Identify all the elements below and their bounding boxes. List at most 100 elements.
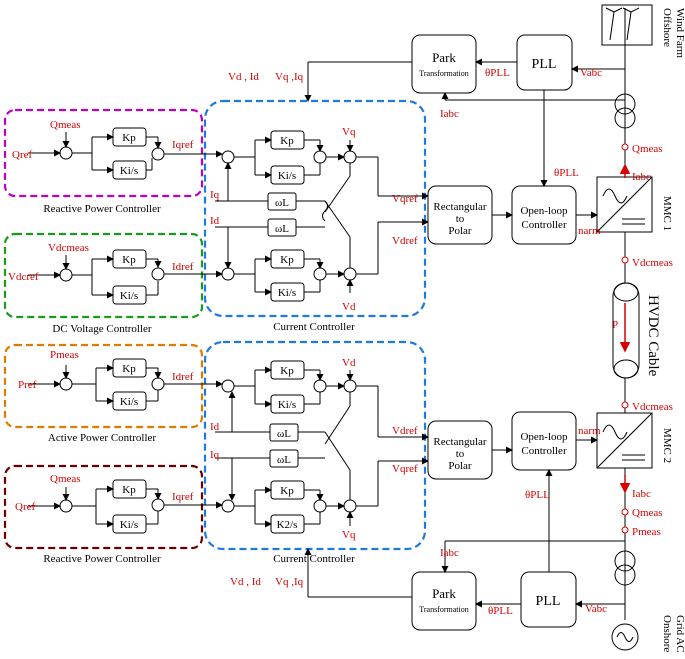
theta-pll-mid-top: θPLL (554, 167, 579, 179)
dc-voltage-controller-title: DC Voltage Controller (52, 323, 152, 335)
kp-block-7: Kp (280, 365, 294, 377)
theta-pll-bottom: θPLL (488, 605, 513, 617)
vd-input-top: Vd (342, 301, 356, 313)
iabc-top-meas: Iabc (632, 171, 651, 183)
reactive-power-controller-title-top: Reactive Power Controller (43, 203, 161, 215)
kp-block-6: Kp (280, 254, 294, 266)
rect-polar-top-line2: to (456, 213, 465, 225)
reactive-power-controller-top-border (3, 108, 204, 198)
pll-bottom-label: PLL (536, 594, 561, 609)
rect-polar-bottom-line2: to (456, 448, 465, 460)
hvdc-cable-label: HVDC Cable (645, 295, 661, 377)
open-loop-top-line1: Open-loop (520, 205, 568, 217)
pll-top-label: PLL (532, 57, 557, 72)
vq-input-bottom: Vq (342, 529, 356, 541)
rect-polar-bottom-line3: Polar (448, 460, 472, 472)
ki-block-6: Ki/s (278, 287, 296, 299)
id-input-top: Id (210, 215, 220, 227)
vq-input-top: Vq (342, 126, 356, 138)
vdcref-label: Vdcref (8, 271, 39, 283)
wl-block-3: ωL (277, 428, 291, 440)
vabc-bottom: Vabc (585, 603, 607, 615)
ki-block-1: Ki/s (120, 165, 138, 177)
wl-block-1: ωL (275, 197, 289, 209)
offshore-label-1: Offshore (661, 8, 673, 47)
qref-label-top: Qref (12, 149, 32, 161)
mmc1-label: MMC 1 (661, 196, 673, 231)
park-bottom-block (411, 571, 477, 631)
qmeas-label-bottom: Qmeas (50, 473, 81, 485)
iabc-bottom-feedback: Iabc (440, 547, 459, 559)
iq-input-top: Iq (210, 189, 220, 201)
kp-block-5: Kp (280, 135, 294, 147)
kp-block-2: Kp (122, 254, 136, 266)
ki-block-5: Ki/s (278, 170, 296, 182)
ki-block-7: Ki/s (278, 399, 296, 411)
vd-id-bottom: Vd , Id (230, 576, 261, 588)
open-loop-bottom-block (511, 411, 577, 471)
wl-block-2: ωL (275, 223, 289, 235)
wl-block-4: ωL (277, 454, 291, 466)
iq-input-bottom: Iq (210, 449, 220, 461)
current-controller-title-top: Current Controller (273, 321, 355, 333)
kp-block-1: Kp (122, 132, 136, 144)
iqref-label-bottom: Iqref (172, 491, 194, 503)
open-loop-bottom-line1: Open-loop (520, 431, 568, 443)
active-power-controller-title: Active Power Controller (48, 432, 156, 444)
ki-block-8: K2/s (277, 519, 298, 531)
vabc-top: Vabc (580, 67, 602, 79)
onshore-label-2: Grid AC (674, 615, 685, 653)
idref-label-bottom: Idref (172, 371, 194, 383)
theta-pll-mid-bottom: θPLL (525, 489, 550, 501)
rect-polar-top-line1: Rectangular (433, 201, 486, 213)
onshore-label-1: Onshore (661, 615, 673, 652)
narm-bottom: narm (578, 425, 601, 437)
theta-pll-top: θPLL (485, 67, 510, 79)
reactive-power-controller-title-bottom: Reactive Power Controller (43, 553, 161, 565)
ki-block-2: Ki/s (120, 290, 138, 302)
kp-block-8: Kp (280, 485, 294, 497)
idref-label-top: Idref (172, 261, 194, 273)
narm-top: narm (578, 225, 601, 237)
park-bottom-sub: Transformation (419, 605, 468, 614)
pmeas-label: Pmeas (50, 349, 79, 361)
vdref-top: Vdref (392, 235, 418, 247)
park-top-label: Park (432, 50, 456, 65)
mmc2-label: MMC 2 (661, 428, 673, 463)
vq-iq-bottom: Vq ,Iq (275, 576, 304, 588)
open-loop-bottom-line2: Controller (521, 445, 567, 457)
kp-block-3: Kp (122, 363, 136, 375)
park-bottom-label: Park (432, 586, 456, 601)
open-loop-top-line2: Controller (521, 219, 567, 231)
pmeas-bottom-meas: Pmeas (632, 526, 661, 538)
current-controller-title-bottom: Current Controller (273, 553, 355, 565)
pref-label: Pref (18, 379, 37, 391)
qmeas-top-meas: Qmeas (632, 143, 663, 155)
park-top-sub: Transformation (419, 69, 468, 78)
qmeas-bottom-meas: Qmeas (632, 507, 663, 519)
iabc-top-feedback: Iabc (440, 108, 459, 120)
id-input-bottom: Id (210, 421, 220, 433)
power-flow-label: P (612, 319, 618, 331)
iabc-bottom-meas: Iabc (632, 488, 651, 500)
vq-iq-top: Vq ,Iq (275, 71, 304, 83)
rect-polar-top-line3: Polar (448, 225, 472, 237)
current-controller-bottom-border (203, 340, 427, 551)
vdref-bottom: Vdref (392, 425, 418, 437)
offshore-label-2: Wind Farm (674, 8, 685, 58)
iqref-label-top: Iqref (172, 139, 194, 151)
ki-block-3: Ki/s (120, 396, 138, 408)
active-power-controller-border (3, 343, 204, 429)
reactive-power-controller-bottom-border (3, 464, 204, 550)
kp-block-4: Kp (122, 484, 136, 496)
vdcmeas-bottom-meas: Vdcmeas (632, 401, 673, 413)
rect-polar-bottom-line1: Rectangular (433, 436, 486, 448)
qref-label-bottom: Qref (15, 501, 35, 513)
vd-input-bottom: Vd (342, 357, 356, 369)
ki-block-4: Ki/s (120, 519, 138, 531)
vdcmeas-top-meas: Vdcmeas (632, 257, 673, 269)
vd-id-top: Vd , Id (228, 71, 259, 83)
vqref-top: Vqref (392, 193, 418, 205)
